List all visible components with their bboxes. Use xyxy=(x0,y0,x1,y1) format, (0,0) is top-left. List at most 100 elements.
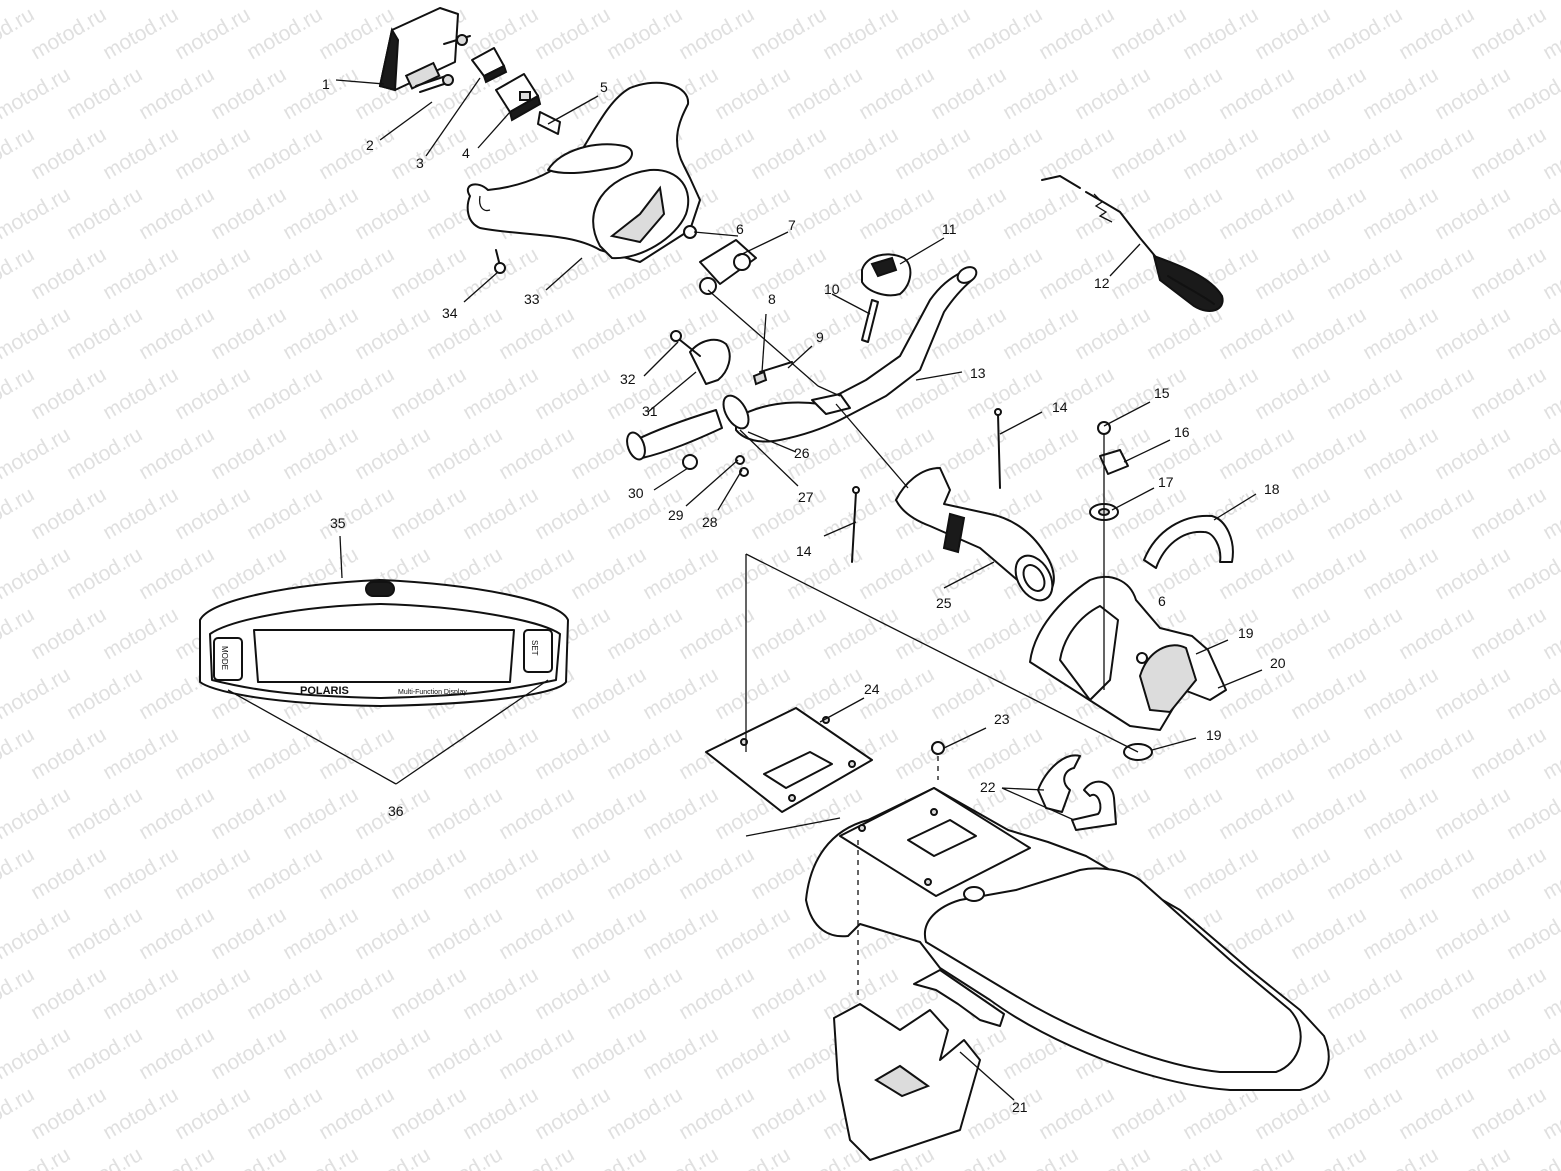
watermark-text: motod.ru xyxy=(639,543,722,604)
watermark-text: motod.ru xyxy=(459,3,542,64)
callout-28: 28 xyxy=(702,514,718,530)
watermark-text: motod.ru xyxy=(27,723,110,784)
watermark-text: motod.ru xyxy=(279,183,362,244)
watermark-text: motod.ru xyxy=(1467,603,1550,664)
watermark-text: motod.ru xyxy=(855,63,938,124)
callout-33: 33 xyxy=(524,291,540,307)
callout-32: 32 xyxy=(620,371,636,387)
watermark-text: motod.ru xyxy=(1071,0,1154,4)
watermark-text: motod.ru xyxy=(1287,1143,1370,1171)
callout-34: 34 xyxy=(442,305,458,321)
watermark-text: motod.ru xyxy=(567,1023,650,1084)
watermark-text: motod.ru xyxy=(1107,363,1190,424)
watermark-text: motod.ru xyxy=(99,603,182,664)
watermark-text: motod.ru xyxy=(27,1083,110,1144)
watermark-text: motod.ru xyxy=(135,543,218,604)
watermark-text: motod.ru xyxy=(747,1083,830,1144)
watermark-text: motod.ru xyxy=(495,0,578,4)
watermark-text: motod.ru xyxy=(387,1083,470,1144)
part-11-throttle-housing xyxy=(861,253,912,297)
watermark-text: motod.ru xyxy=(207,783,290,844)
part-10-throttle-lever xyxy=(861,299,879,343)
watermark-text: motod.ru xyxy=(0,0,74,4)
watermark-text: motod.ru xyxy=(639,783,722,844)
watermark-text: motod.ru xyxy=(27,843,110,904)
part-14-pin-upper xyxy=(994,408,1002,489)
watermark-text: motod.ru xyxy=(1287,423,1370,484)
watermark-text: motod.ru xyxy=(1287,183,1370,244)
leader-lines xyxy=(227,77,1263,1101)
watermark-text: motod.ru xyxy=(171,1083,254,1144)
watermark-text: motod.ru xyxy=(747,123,830,184)
watermark-text: motod.ru xyxy=(711,543,794,604)
part-33-steering-cover xyxy=(466,81,701,263)
watermark-text: motod.ru xyxy=(1503,903,1561,964)
watermark-text: motod.ru xyxy=(675,843,758,904)
callout-6-upper: 6 xyxy=(736,221,744,237)
watermark-text: motod.ru xyxy=(1071,63,1154,124)
watermark-text: motod.ru xyxy=(531,483,614,544)
watermark-text: motod.ru xyxy=(351,903,434,964)
watermark-text: motod.ru xyxy=(675,963,758,1024)
watermark-text: motod.ru xyxy=(495,1143,578,1171)
watermark-text: motod.ru xyxy=(819,483,902,544)
callout-14-lower: 14 xyxy=(796,543,812,559)
watermark-text: motod.ru xyxy=(459,363,542,424)
watermark-text: motod.ru xyxy=(1503,783,1561,844)
part-1-gauge-housing xyxy=(378,7,459,92)
watermark-text: motod.ru xyxy=(891,723,974,784)
watermark-text: motod.ru xyxy=(315,363,398,424)
watermark-text: motod.ru xyxy=(1503,303,1561,364)
callout-15: 15 xyxy=(1154,385,1170,401)
watermark-text: motod.ru xyxy=(927,183,1010,244)
watermark-text: motod.ru xyxy=(99,483,182,544)
watermark-text: motod.ru xyxy=(1503,1143,1561,1171)
watermark-text: motod.ru xyxy=(1287,663,1370,724)
watermark-text: motod.ru xyxy=(1323,963,1406,1024)
watermark-text: motod.ru xyxy=(351,303,434,364)
watermark-text: motod.ru xyxy=(1359,1023,1442,1084)
watermark-text: motod.ru xyxy=(207,423,290,484)
callout-22: 22 xyxy=(980,779,996,795)
watermark-text: motod.ru xyxy=(27,483,110,544)
watermark-text: motod.ru xyxy=(1395,243,1478,304)
watermark-text: motod.ru xyxy=(1251,243,1334,304)
part-18-band xyxy=(1143,514,1234,569)
watermark-text: motod.ru xyxy=(207,1143,290,1171)
watermark-text: motod.ru xyxy=(135,63,218,124)
watermark-text: motod.ru xyxy=(1251,723,1334,784)
watermark-text: motod.ru xyxy=(1359,303,1442,364)
watermark-text: motod.ru xyxy=(1251,603,1334,664)
watermark-text: motod.ru xyxy=(1215,0,1298,4)
watermark-text: motod.ru xyxy=(1323,243,1406,304)
watermark-text: motod.ru xyxy=(1503,663,1561,724)
watermark-text: motod.ru xyxy=(603,3,686,64)
callout-21: 21 xyxy=(1012,1099,1028,1115)
watermark-text: motod.ru xyxy=(351,183,434,244)
callout-16: 16 xyxy=(1174,424,1190,440)
watermark-text: motod.ru xyxy=(1467,1083,1550,1144)
callout-5: 5 xyxy=(600,79,608,95)
watermark-text: motod.ru xyxy=(99,363,182,424)
watermark-text: motod.ru xyxy=(1251,123,1334,184)
watermark-text: motod.ru xyxy=(99,843,182,904)
watermark-text: motod.ru xyxy=(531,963,614,1024)
watermark-text: motod.ru xyxy=(1179,3,1262,64)
watermark-text: motod.ru xyxy=(819,3,902,64)
watermark-text: motod.ru xyxy=(747,963,830,1024)
watermark-text: motod.ru xyxy=(279,63,362,124)
watermark-text: motod.ru xyxy=(243,363,326,424)
watermark-text: motod.ru xyxy=(63,1023,146,1084)
watermark-text: motod.ru xyxy=(99,963,182,1024)
watermark-text: motod.ru xyxy=(1431,63,1514,124)
watermark-text: motod.ru xyxy=(243,123,326,184)
watermark-text: motod.ru xyxy=(1107,1083,1190,1144)
watermark-text: motod.ru xyxy=(1359,183,1442,244)
watermark-text: motod.ru xyxy=(783,303,866,364)
watermark-text: motod.ru xyxy=(1035,3,1118,64)
watermark-text: motod.ru xyxy=(855,183,938,244)
callout-14-upper: 14 xyxy=(1052,399,1068,415)
watermark-text: motod.ru xyxy=(639,0,722,4)
watermark-text: motod.ru xyxy=(387,243,470,304)
